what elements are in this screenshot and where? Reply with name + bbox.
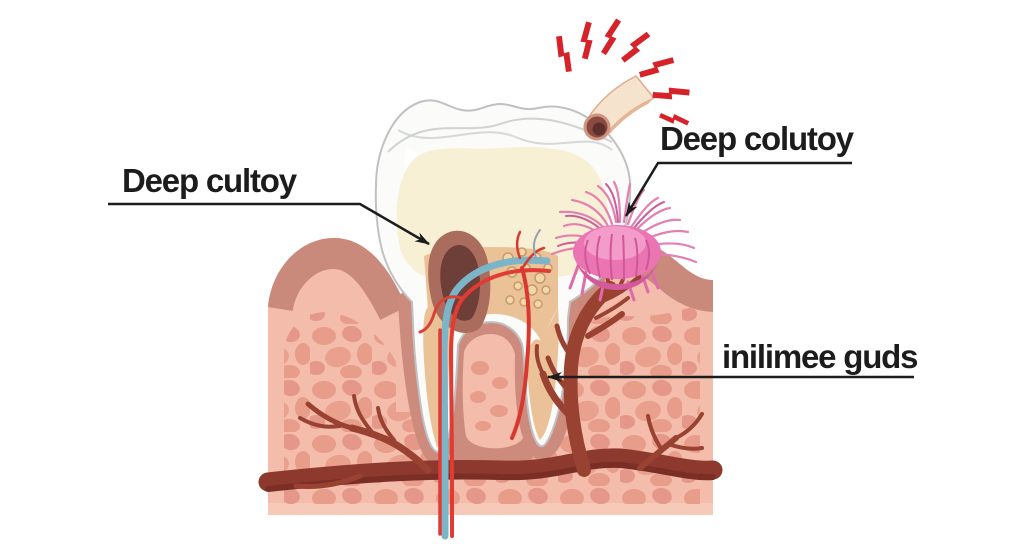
pulp-vessels	[418, 229, 551, 540]
flower-strands	[550, 180, 698, 264]
nerve-forklet-2	[515, 230, 522, 260]
flower-strands-dark	[557, 183, 665, 247]
decay-leader-arrow	[108, 202, 430, 246]
nerve-forklet-1	[522, 246, 546, 268]
enamel-gloss-line-1	[387, 117, 613, 153]
enamel-gloss-line-2	[397, 129, 613, 151]
jaw-blood-vessel	[258, 394, 723, 492]
right-canal-nerve	[510, 266, 531, 440]
root-canal-label: inilimee guds	[722, 338, 918, 375]
root-socket-lining	[398, 292, 579, 468]
inter-root-bone	[446, 322, 537, 470]
gray-twig	[532, 229, 541, 259]
artery-red	[448, 268, 551, 538]
petal-streaks	[584, 233, 650, 281]
inflammation-label: Deep colutoy	[660, 120, 854, 157]
vein-blue	[440, 256, 551, 540]
leader-lines	[108, 161, 914, 382]
vessel-branches-right	[637, 412, 704, 471]
inflamed-gum-flower	[550, 180, 698, 302]
flower-fringe	[568, 264, 660, 302]
inflammation-leader-arrow	[624, 161, 852, 217]
bone-bottom-edge	[268, 503, 713, 515]
artery-twig	[418, 295, 464, 334]
cavity-hole-and-pain	[545, 18, 692, 141]
decay-label: Deep cultoy	[122, 162, 297, 199]
vessel-branches-left	[293, 394, 432, 489]
